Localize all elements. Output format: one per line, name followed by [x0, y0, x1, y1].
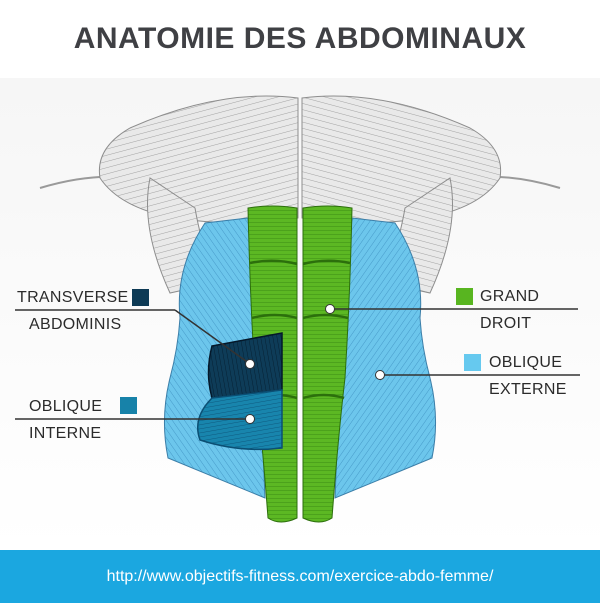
oblique-interne-color-swatch: [120, 397, 137, 414]
grand-droit-color-swatch: [456, 288, 473, 305]
right-external-oblique: [334, 217, 437, 499]
right-rectus-abdominis: [302, 205, 353, 523]
label-oblique-interne-line2: INTERNE: [29, 425, 102, 442]
label-grand-droit-line2: DROIT: [480, 315, 532, 332]
abdominal-anatomy-diagram: TRANSVERSE ABDOMINIS OBLIQUE INTERNE GRA…: [0, 78, 600, 550]
label-oblique-externe-line2: EXTERNE: [489, 381, 567, 398]
footer-bar: http://www.objectifs-fitness.com/exercic…: [0, 550, 600, 603]
label-transverse-line2: ABDOMINIS: [29, 316, 122, 333]
transverse-color-swatch: [132, 289, 149, 306]
diagram-background: [0, 78, 600, 550]
leader-lines: [15, 308, 580, 420]
label-transverse-line1: TRANSVERSE: [17, 289, 129, 306]
footer-url-link[interactable]: http://www.objectifs-fitness.com/exercic…: [106, 567, 494, 585]
leader-dots: [245, 304, 385, 424]
label-oblique-interne-line1: OBLIQUE: [29, 398, 103, 415]
label-grand-droit-line1: GRAND: [480, 288, 540, 305]
label-oblique-externe-line1: OBLIQUE: [489, 354, 563, 371]
oblique-externe-color-swatch: [464, 354, 481, 371]
torso-illustration: [0, 78, 600, 550]
page-title: ANATOMIE DES ABDOMINAUX: [73, 22, 527, 55]
